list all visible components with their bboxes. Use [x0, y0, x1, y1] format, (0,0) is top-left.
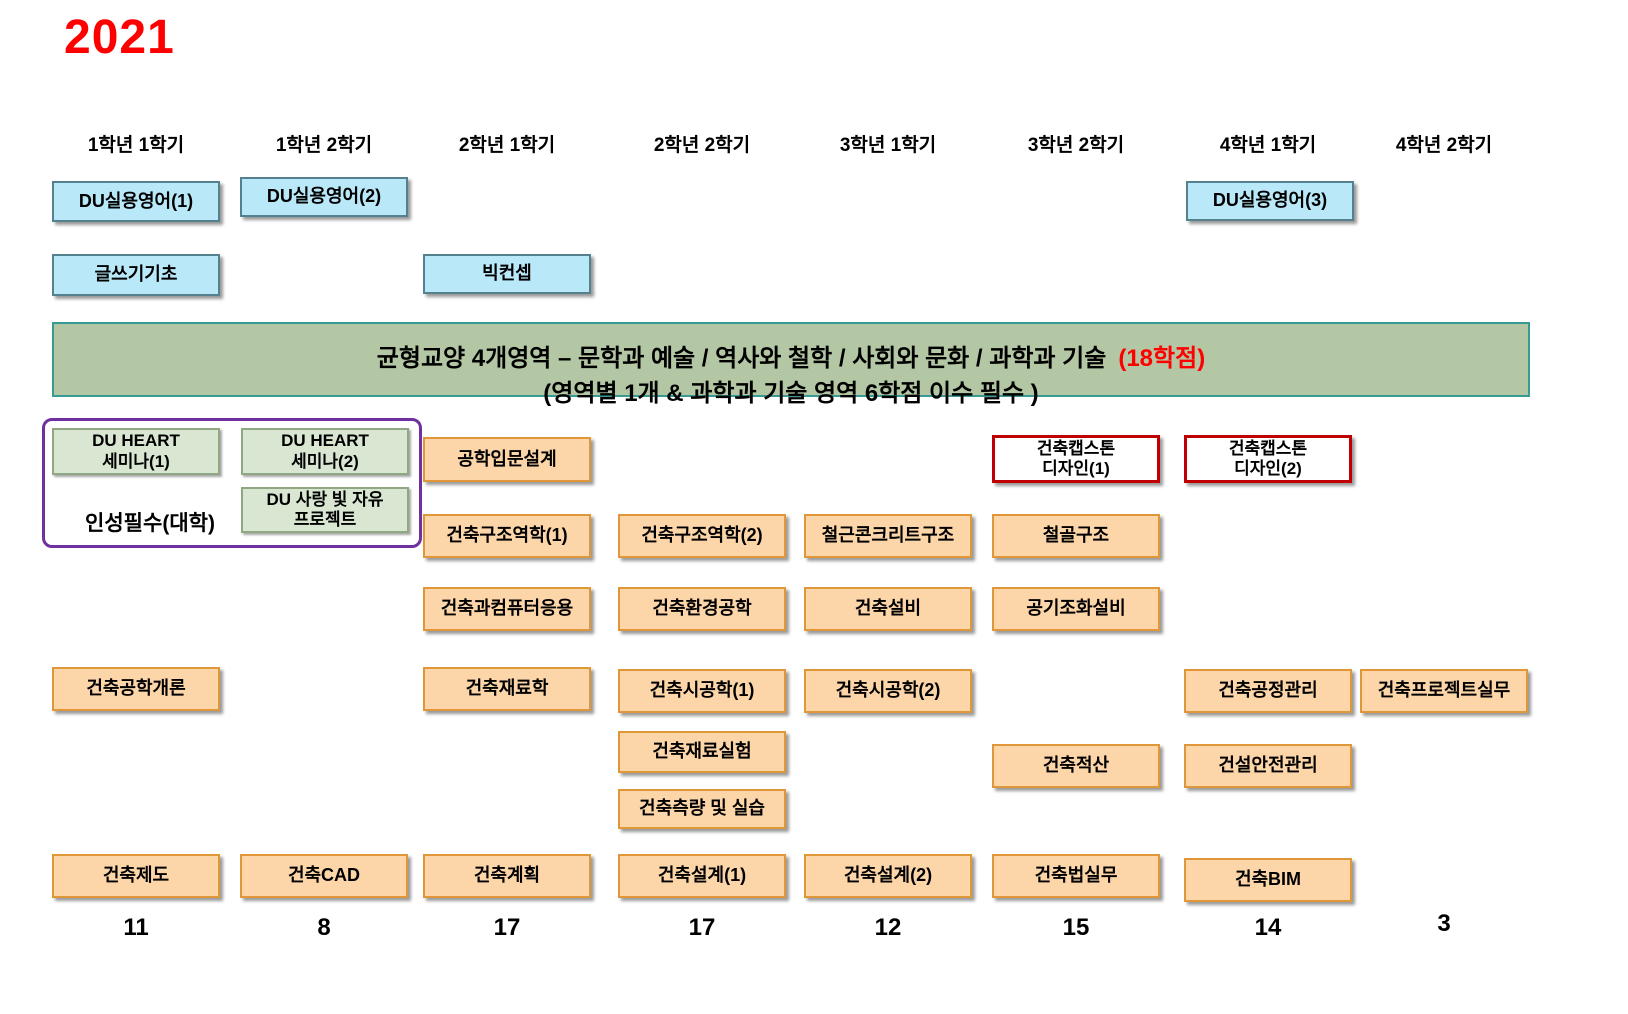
band-credit-text: (18학점)	[1118, 345, 1206, 373]
course-box-architectural-cad: 건축CAD	[240, 854, 408, 898]
course-box-construction-estimation: 건축적산	[992, 744, 1160, 788]
credit-total-y2s2: 17	[688, 914, 716, 941]
course-box-du-love-light-freedom-project: DU 사랑 빛 자유 프로젝트	[241, 487, 409, 533]
course-box-building-law-practice: 건축법실무	[992, 854, 1160, 898]
course-box-architecture-computer-application: 건축과컴퓨터응용	[423, 587, 591, 631]
course-box-construction-process-management: 건축공정관리	[1184, 669, 1352, 713]
course-box-architectural-planning: 건축계획	[423, 854, 591, 898]
course-box-writing-basic: 글쓰기기초	[52, 254, 220, 296]
course-box-architectural-materials: 건축재료학	[423, 667, 591, 711]
course-box-building-construction-2: 건축시공학(2)	[804, 669, 972, 713]
course-box-architectural-environment-engineering: 건축환경공학	[618, 587, 786, 631]
course-box-materials-lab: 건축재료실험	[618, 731, 786, 773]
personality-required-group	[42, 418, 422, 548]
general-education-band-line1: 균형교양 4개영역 – 문학과 예술 / 역사와 철학 / 사회와 문화 / 과…	[377, 307, 1205, 377]
course-box-air-conditioning-equipment: 공기조화설비	[992, 587, 1160, 631]
general-education-band-line2: (영역별 1개 & 과학과 기술 영역 6학점 이수 필수 )	[543, 379, 1039, 407]
course-box-intro-engineering-design: 공학입문설계	[423, 437, 591, 482]
column-header-y4s1: 4학년 1학기	[1219, 135, 1317, 156]
course-box-architectural-bim: 건축BIM	[1184, 858, 1352, 902]
course-box-du-english-1: DU실용영어(1)	[52, 181, 220, 222]
course-box-architecture-project-practice: 건축프로젝트실무	[1360, 669, 1528, 713]
course-box-building-services: 건축설비	[804, 587, 972, 631]
column-header-y2s2: 2학년 2학기	[653, 135, 751, 156]
year-title: 2021	[64, 11, 175, 64]
course-box-du-heart-seminar-2: DU HEART 세미나(2)	[241, 428, 409, 475]
course-box-du-heart-seminar-1: DU HEART 세미나(1)	[52, 428, 220, 475]
course-box-construction-safety-management: 건설안전관리	[1184, 744, 1352, 788]
personality-required-label: 인성필수(대학)	[85, 512, 215, 535]
credit-total-y2s1: 17	[493, 914, 521, 941]
course-box-big-concept: 빅컨셉	[423, 254, 591, 294]
course-box-architectural-drafting: 건축제도	[52, 854, 220, 898]
credit-total-y4s2: 3	[1437, 910, 1451, 937]
course-box-reinforced-concrete-structure: 철근콘크리트구조	[804, 514, 972, 558]
credit-total-y1s1: 11	[123, 914, 149, 941]
band-main-text: 균형교양 4개영역 – 문학과 예술 / 역사와 철학 / 사회와 문화 / 과…	[376, 345, 1107, 373]
credit-total-y1s2: 8	[317, 914, 331, 941]
column-header-y3s2: 3학년 2학기	[1027, 135, 1125, 156]
credit-total-y3s1: 12	[874, 914, 902, 941]
credit-total-y4s1: 14	[1254, 914, 1282, 941]
course-box-du-english-3: DU실용영어(3)	[1186, 181, 1354, 221]
column-header-y4s2: 4학년 2학기	[1395, 135, 1493, 156]
course-box-building-construction-1: 건축시공학(1)	[618, 669, 786, 713]
column-header-y2s1: 2학년 1학기	[458, 135, 556, 156]
course-box-structural-mechanics-1: 건축구조역학(1)	[423, 514, 591, 558]
course-box-architectural-design-1: 건축설계(1)	[618, 854, 786, 898]
course-box-steel-structure: 철골구조	[992, 514, 1160, 558]
course-box-architectural-design-2: 건축설계(2)	[804, 854, 972, 898]
course-box-structural-mechanics-2: 건축구조역학(2)	[618, 514, 786, 558]
course-box-du-english-2: DU실용영어(2)	[240, 177, 408, 217]
course-box-intro-architectural-engineering: 건축공학개론	[52, 667, 220, 711]
column-header-y3s1: 3학년 1학기	[839, 135, 937, 156]
course-box-capstone-design-2: 건축캡스톤 디자인(2)	[1184, 435, 1352, 483]
course-box-surveying-practice: 건축측량 및 실습	[618, 789, 786, 829]
credit-total-y3s2: 15	[1062, 914, 1090, 941]
column-header-y1s2: 1학년 2학기	[275, 135, 373, 156]
course-box-capstone-design-1: 건축캡스톤 디자인(1)	[992, 435, 1160, 483]
general-education-band: 균형교양 4개영역 – 문학과 예술 / 역사와 철학 / 사회와 문화 / 과…	[52, 322, 1530, 407]
column-header-y1s1: 1학년 1학기	[87, 135, 185, 156]
